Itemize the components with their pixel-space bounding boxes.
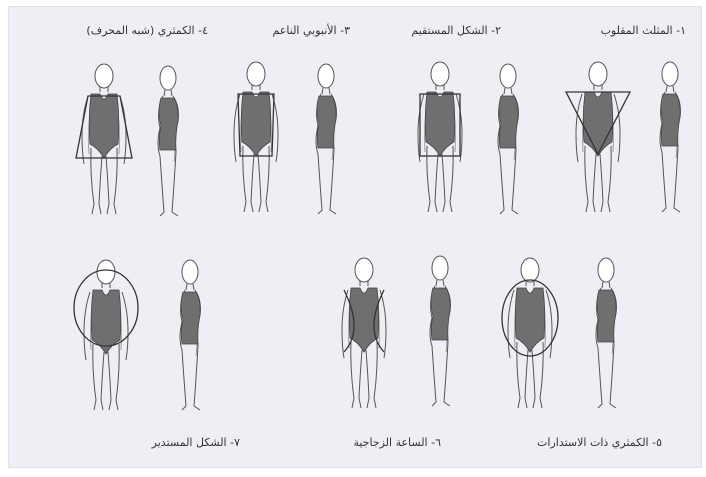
figure-group-1 xyxy=(566,62,680,212)
figure-group-3 xyxy=(234,62,336,214)
figure-group-6 xyxy=(342,256,450,408)
figure-group-4 xyxy=(76,64,178,216)
figure-group-2 xyxy=(418,62,518,214)
figure-group-7 xyxy=(74,260,200,410)
figure-group-5 xyxy=(502,258,616,408)
